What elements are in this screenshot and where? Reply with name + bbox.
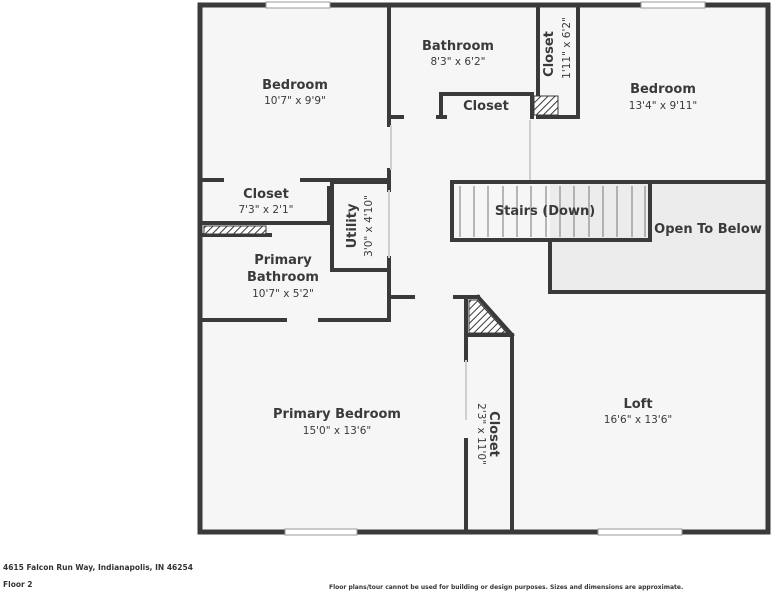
room-bedroom-ne: Bedroom 13'4" x 9'11" <box>629 82 697 112</box>
room-dimensions: 2'3" x 11'0" <box>475 403 487 465</box>
room-open-to-below: Open To Below <box>654 222 762 237</box>
room-label: Closet <box>542 31 557 77</box>
room-dimensions: 10'7" x 9'9" <box>264 95 326 107</box>
chase-hatch-1 <box>533 95 559 116</box>
room-dimensions: 15'0" x 13'6" <box>303 425 371 437</box>
room-primary-bathroom: Primary Bathroom 10'7" x 5'2" <box>247 253 319 300</box>
room-bedroom-nw: Bedroom 10'7" x 9'9" <box>262 78 328 107</box>
room-label: Primary Bedroom <box>273 407 401 422</box>
room-closet-west: Closet 7'3" x 2'1" <box>238 187 293 216</box>
room-closet-hall: Closet <box>463 99 509 114</box>
interior-walls <box>198 3 770 534</box>
room-label: Closet <box>486 411 501 457</box>
room-closet-primary: Closet 2'3" x 11'0" <box>475 403 501 465</box>
room-label: Bedroom <box>630 82 696 97</box>
room-label-line2: Bathroom <box>247 270 319 285</box>
room-label: Closet <box>243 187 289 202</box>
stair-treads <box>459 186 646 237</box>
room-label: Closet <box>463 99 509 114</box>
room-label: Utility <box>345 203 360 248</box>
room-dimensions: 13'4" x 9'11" <box>629 100 697 112</box>
chase-hatch-3 <box>468 299 509 334</box>
chase-hatch-2 <box>203 225 267 235</box>
room-label: Bathroom <box>422 39 494 54</box>
room-dimensions: 8'3" x 6'2" <box>430 56 485 68</box>
room-primary-bedroom: Primary Bedroom 15'0" x 13'6" <box>273 407 401 437</box>
exterior-walls <box>197 2 771 535</box>
room-loft: Loft 16'6" x 13'6" <box>604 397 672 426</box>
room-stairs: Stairs (Down) <box>495 204 595 219</box>
room-dimensions: 3'0" x 4'10" <box>363 195 375 257</box>
room-label: Stairs (Down) <box>495 204 595 219</box>
room-utility: Utility 3'0" x 4'10" <box>345 195 375 257</box>
windows <box>265 1 706 536</box>
room-label: Open To Below <box>654 222 762 237</box>
room-bathroom: Bathroom 8'3" x 6'2" <box>422 39 494 68</box>
room-label: Loft <box>623 397 652 412</box>
interior-openings <box>388 120 531 420</box>
floor-label: Floor 2 <box>3 580 33 589</box>
room-dimensions: 16'6" x 13'6" <box>604 414 672 426</box>
property-address: 4615 Falcon Run Way, Indianapolis, IN 46… <box>3 563 193 572</box>
room-dimensions: 10'7" x 5'2" <box>252 288 314 300</box>
room-closet-small: Closet 1'11" x 6'2" <box>542 17 573 79</box>
room-label-line1: Primary <box>254 253 312 268</box>
room-dimensions: 7'3" x 2'1" <box>238 204 293 216</box>
disclaimer: Floor plans/tour cannot be used for buil… <box>329 584 684 591</box>
room-dimensions: 1'11" x 6'2" <box>561 17 573 79</box>
room-label: Bedroom <box>262 78 328 93</box>
